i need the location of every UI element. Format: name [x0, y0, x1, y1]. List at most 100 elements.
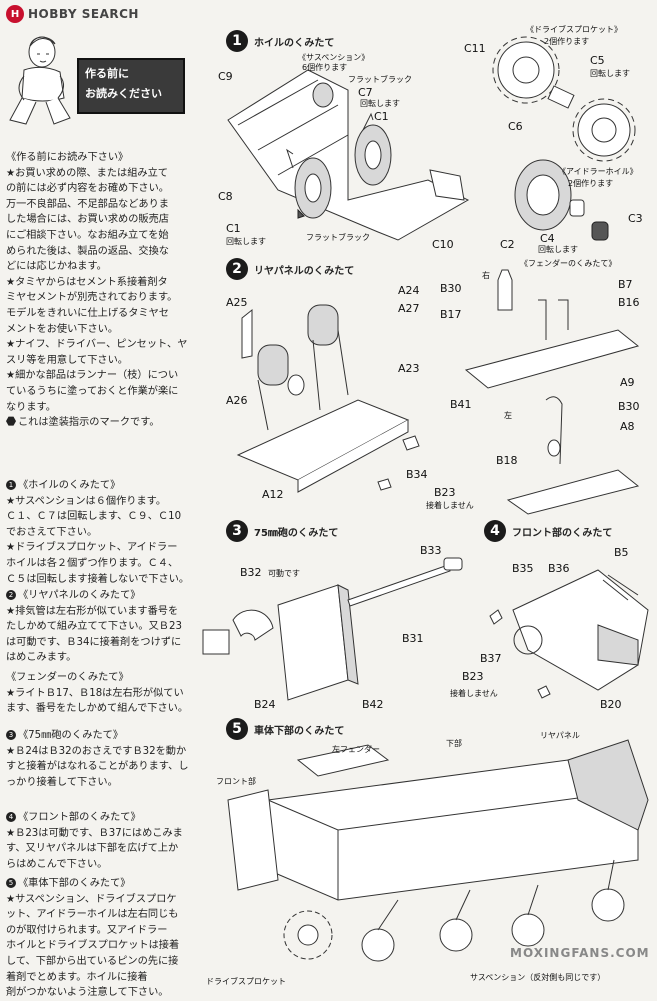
section-1-title-text: 《ホイルのくみたて》 — [18, 480, 121, 491]
section-1: 1《ホイルのくみたて》 ★サスペンションは６個作ります。 Ｃ１、Ｃ７は回転します… — [6, 478, 196, 587]
section-2-line: たしかめて組み立てて下さい。又Ｂ23 — [6, 621, 182, 633]
section-2-title: 2《リヤパネルのくみたて》 — [6, 588, 196, 604]
suspension-heading: 《サスペンション》 — [298, 53, 370, 62]
suspension-note: 6個作ります — [302, 63, 348, 72]
part-b37: B37 — [480, 652, 502, 665]
intro-line: した場合には、お買い求めの販売店 — [6, 214, 169, 226]
suspension-label: サスペンション（反対側も同じです） — [470, 973, 606, 982]
left-fender-label: 左フェンダー — [332, 745, 380, 754]
notice-line-2: お読みください — [85, 87, 162, 100]
part-a8: A8 — [620, 420, 635, 433]
logo-text: HOBBY SEARCH — [28, 7, 139, 21]
fender-section: 《フェンダーのくみたて》 ★ライトＢ17、Ｂ18は左右形が似てい ます、番号をた… — [6, 670, 196, 717]
section-5-title: 5《車体下部のくみたて》 — [6, 876, 196, 892]
step-2-title: リヤパネルのくみたて — [254, 265, 355, 277]
mascot-illustration — [9, 36, 71, 125]
b23-front-no-glue-note: 接着しません — [450, 689, 498, 698]
c1-rotate-note: 回転します — [226, 237, 266, 246]
section-1-line: Ｃ５は回転します接着しないで下さい。 — [6, 573, 190, 585]
part-b32: B32 — [240, 566, 262, 579]
section-4-number: 4 — [6, 812, 16, 822]
flat-black-note-2: フラットブラック — [306, 233, 370, 242]
part-b7: B7 — [618, 278, 633, 291]
notice-box: 作る前に お読みください — [77, 58, 185, 114]
part-a12: A12 — [262, 488, 284, 501]
c4-rotate-note: 回転します — [538, 245, 578, 254]
section-5-line: 着剤でとめます。ホイルに接着 — [6, 971, 148, 983]
section-2-line: はめこみます。 — [6, 652, 77, 664]
part-b20: B20 — [600, 698, 622, 711]
part-b23-front: B23 — [462, 670, 484, 683]
intro-line: ているうちに塗っておくと作業が楽に — [6, 385, 179, 397]
step-4-title: フロント部のくみたて — [512, 527, 613, 539]
section-2-number: 2 — [6, 590, 16, 600]
section-3-line: っかり接着して下さい。 — [6, 776, 118, 788]
step-2-number: 2 — [226, 258, 248, 280]
part-b34: B34 — [406, 468, 428, 481]
part-c10: C10 — [432, 238, 454, 251]
section-4-line: らはめこんで下さい。 — [6, 858, 108, 870]
watermark: MOXINGFANS.COM — [510, 946, 650, 960]
sprocket-heading: 《ドライブスプロケット》 — [526, 25, 622, 34]
fender-line: ★ライトＢ17、Ｂ18は左右形が似てい — [6, 687, 184, 699]
step-4-heading: 4 フロント部のくみたて — [484, 520, 612, 542]
step-5-number: 5 — [226, 718, 248, 740]
section-1-line: ★サスペンションは６個作ります。 — [6, 495, 167, 507]
step1-drawing — [227, 69, 470, 241]
step-4-number: 4 — [484, 520, 506, 542]
drive-sprocket-label: ドライブスプロケット — [206, 977, 286, 986]
intro-line: ★お買い求めの際、または組み立て — [6, 167, 168, 179]
part-c3: C3 — [628, 212, 643, 225]
step-2-heading: 2 リヤパネルのくみたて — [226, 258, 354, 280]
step-5-heading: 5 車体下部のくみたて — [226, 718, 344, 740]
part-b33: B33 — [420, 544, 442, 557]
section-1-number: 1 — [6, 480, 16, 490]
part-b41: B41 — [450, 398, 472, 411]
section-5-title-text: 《車体下部のくみたて》 — [18, 878, 131, 889]
step2-drawing — [236, 304, 420, 493]
section-4-title-text: 《フロント部のくみたて》 — [18, 812, 141, 823]
c5-rotate-note: 回転します — [590, 69, 630, 78]
b23-no-glue-note: 接着しません — [426, 501, 474, 510]
part-c1-lower: C1 — [226, 222, 241, 235]
intro-line: メントをお使い下さい。 — [6, 323, 119, 335]
part-a9: A9 — [620, 376, 635, 389]
part-b30: B30 — [440, 282, 462, 295]
fender-left-label: 左 — [504, 411, 512, 420]
part-a24: A24 — [398, 284, 420, 297]
section-2-title-text: 《リヤパネルのくみたて》 — [18, 590, 141, 601]
intro-line: どには応じかねます。 — [6, 261, 107, 273]
logo-badge: H — [6, 5, 24, 23]
intro-line: ★ナイフ、ドライバー、ピンセット、ヤ — [6, 339, 188, 351]
step-1-heading: 1 ホイルのくみたて — [226, 30, 334, 52]
sprocket-drawing — [492, 36, 636, 162]
section-3-title-text: 《75㎜砲のくみたて》 — [18, 730, 124, 741]
section-1-line: ★ドライブスプロケット、アイドラー — [6, 542, 178, 554]
step3-drawing — [202, 557, 463, 701]
paint-mark-text: これは塗装指示のマークです。 — [18, 417, 160, 429]
part-c1: C1 — [374, 110, 389, 123]
front-section-label: フロント部 — [216, 777, 256, 786]
step5-drawing — [227, 739, 649, 962]
section-1-line: ホイルは各２個ずつ作ります。Ｃ４、 — [6, 557, 179, 569]
paint-hex-icon — [6, 416, 16, 426]
idler-note: 2個作ります — [568, 179, 614, 188]
flat-black-note: フラットブラック — [348, 75, 412, 84]
part-b17: B17 — [440, 308, 462, 321]
part-b35: B35 — [512, 562, 534, 575]
section-2-line: は可動です、Ｂ34に接着剤をつけずに — [6, 636, 182, 648]
section-1-line: Ｃ１、Ｃ７は回転します、Ｃ９、Ｃ10 — [6, 511, 182, 523]
section-3-title: 3《75㎜砲のくみたて》 — [6, 728, 196, 744]
step-3-number: 3 — [226, 520, 248, 542]
part-c2: C2 — [500, 238, 515, 251]
part-c8: C8 — [218, 190, 233, 203]
part-a26: A26 — [226, 394, 248, 407]
lower-hull-label: 下部 — [446, 739, 462, 748]
part-b31: B31 — [402, 632, 424, 645]
part-c9: C9 — [218, 70, 233, 83]
section-2: 2《リヤパネルのくみたて》 ★排気管は左右形が似ています番号を たしかめて組み立… — [6, 588, 196, 666]
c7-rotate-note: 回転します — [360, 99, 400, 108]
section-5-line: ホイルとドライブスプロケットは接着 — [6, 940, 180, 952]
step-3-heading: 3 75㎜砲のくみたて — [226, 520, 338, 542]
intro-line: なります。 — [6, 401, 56, 413]
